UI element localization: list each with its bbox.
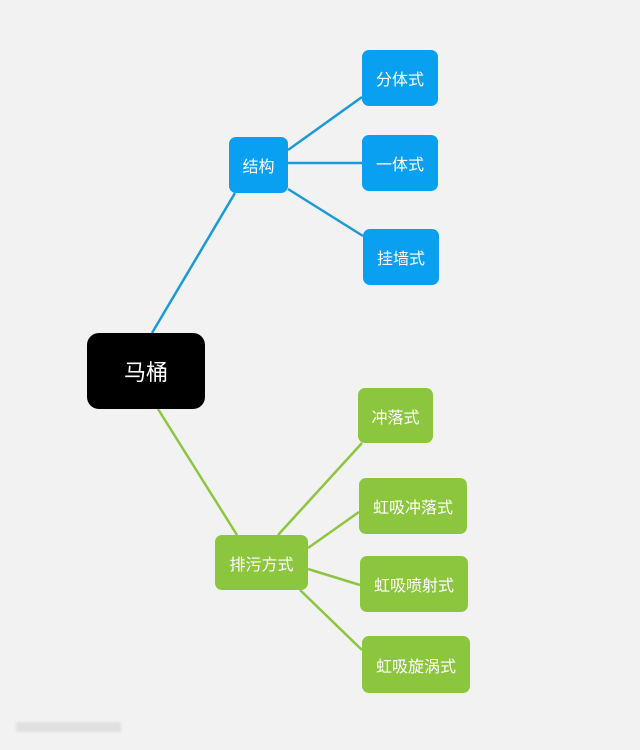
- edge-drainage-washdown: [277, 442, 363, 536]
- edge-drainage-siphon-washdown: [307, 510, 360, 550]
- leaf-node-siphon-washdown[interactable]: 虹吸冲落式: [359, 478, 467, 534]
- branch-node-structure[interactable]: 结构: [229, 137, 288, 193]
- edge-drainage-siphon-jet: [307, 567, 361, 587]
- leaf-node-siphon-vortex[interactable]: 虹吸旋涡式: [362, 636, 470, 693]
- root-node[interactable]: 马桶: [87, 333, 205, 409]
- edge-structure-wallhung: [287, 187, 364, 238]
- leaf-node-one-piece[interactable]: 一体式: [362, 135, 438, 191]
- watermark: [16, 722, 121, 732]
- edge-structure-split: [287, 95, 363, 152]
- edge-drainage-siphon-vortex: [299, 589, 363, 651]
- edge-root-structure: [150, 192, 237, 334]
- leaf-node-washdown[interactable]: 冲落式: [358, 388, 433, 443]
- leaf-node-wall-hung[interactable]: 挂墙式: [363, 229, 439, 285]
- leaf-node-siphon-jet[interactable]: 虹吸喷射式: [360, 556, 468, 612]
- edge-root-drainage: [156, 408, 239, 536]
- branch-node-drainage[interactable]: 排污方式: [215, 535, 308, 590]
- leaf-node-split[interactable]: 分体式: [362, 50, 438, 106]
